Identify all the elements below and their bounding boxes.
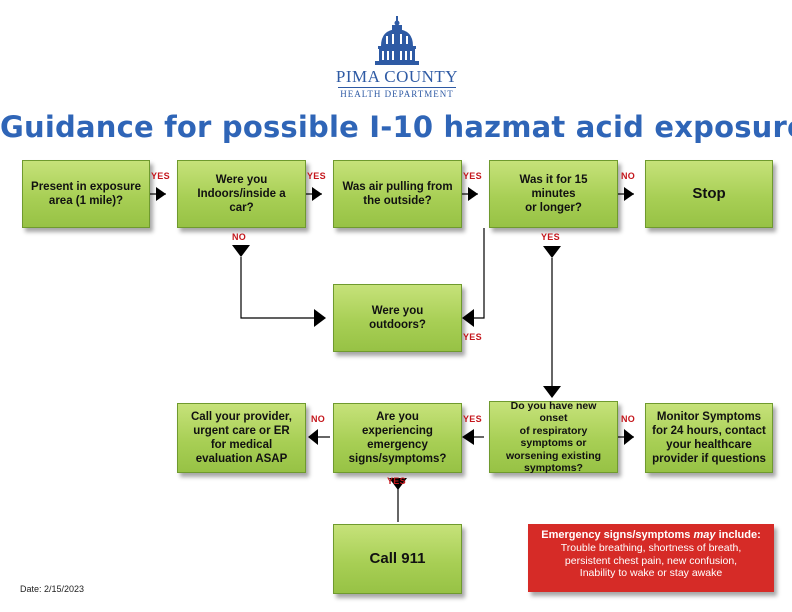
logo-divider [338, 87, 456, 88]
label-yes-new-onset: YES [463, 414, 482, 424]
county-logo: PIMA COUNTY HEALTH DEPARTMENT [332, 16, 462, 104]
logo-county-name: PIMA COUNTY [335, 67, 459, 86]
label-yes-indoors: YES [307, 171, 326, 181]
emergency-sign-line: persistent chest pain, new confusion, [564, 554, 738, 567]
node-call-911: Call 911 [333, 524, 462, 594]
label-no-indoors: NO [232, 232, 247, 242]
label-no-emergency: NO [311, 414, 326, 424]
page-title: Guidance for possible I-10 hazmat acid e… [0, 110, 792, 144]
label-yes-outdoors: YES [463, 332, 482, 342]
logo-department: HEALTH DEPARTMENT [340, 89, 454, 99]
node-stop: Stop [645, 160, 773, 228]
emergency-signs-title: Emergency signs/symptoms may include: [541, 529, 761, 541]
label-no-new-onset: NO [621, 414, 636, 424]
label-yes-air: YES [463, 171, 482, 181]
label-yes-minutes: YES [541, 232, 560, 242]
emergency-sign-line: Inability to wake or stay awake [579, 567, 723, 579]
capitol-dome-icon [375, 16, 419, 65]
label-no-minutes: NO [621, 171, 636, 181]
emergency-signs-box: Emergency signs/symptoms may include: Tr… [528, 524, 774, 592]
emergency-sign-line: Trouble breathing, shortness of breath, [560, 542, 742, 554]
label-yes-emergency: YES [387, 476, 406, 486]
label-yes-present: YES [151, 171, 170, 181]
document-date: Date: 2/15/2023 [20, 584, 85, 594]
